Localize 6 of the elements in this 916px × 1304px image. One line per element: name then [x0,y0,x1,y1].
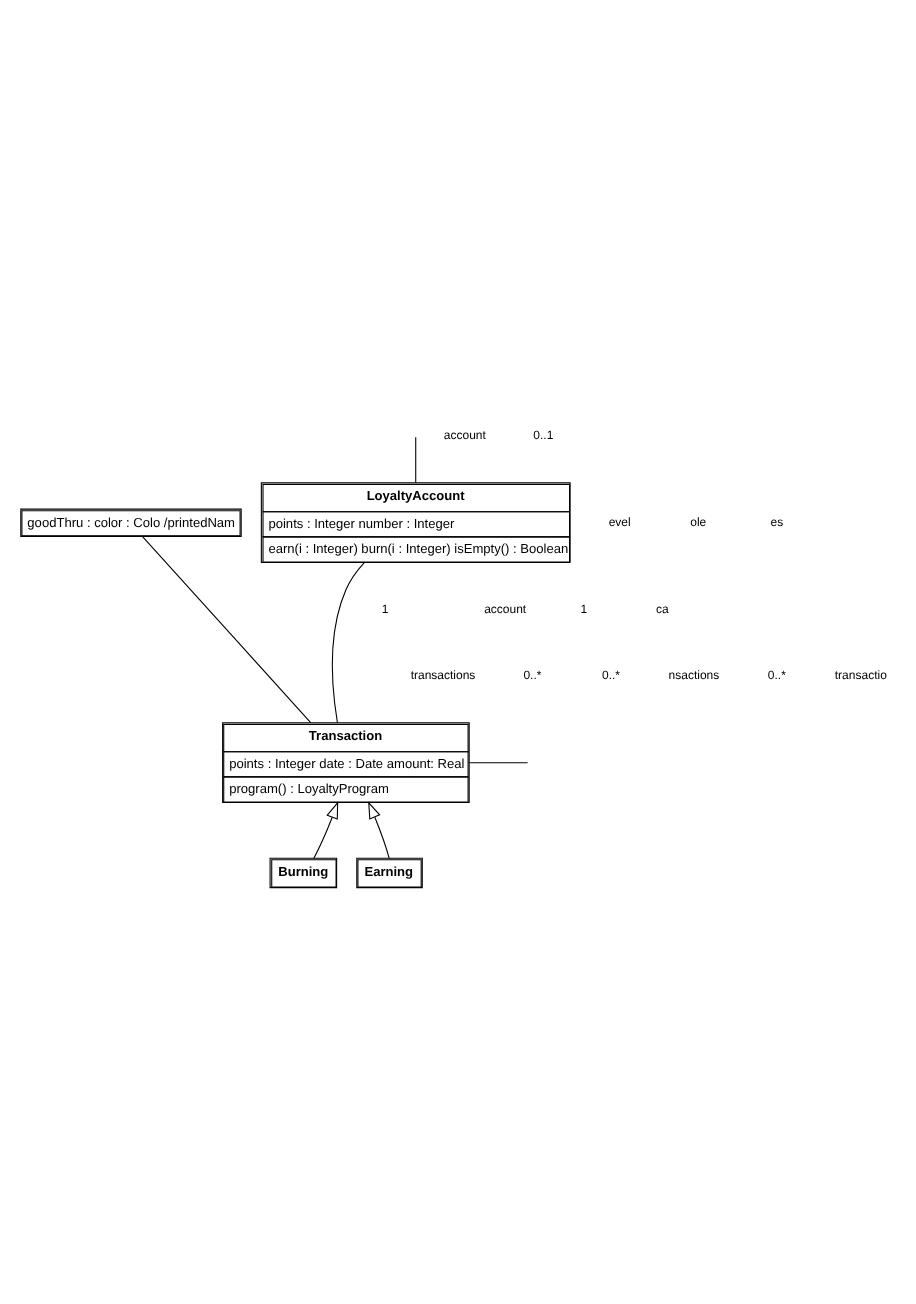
connector [468,762,529,764]
connector [142,536,312,724]
connector [331,562,365,724]
connector [415,436,417,484]
arrow [313,801,339,859]
arrow [368,801,390,859]
